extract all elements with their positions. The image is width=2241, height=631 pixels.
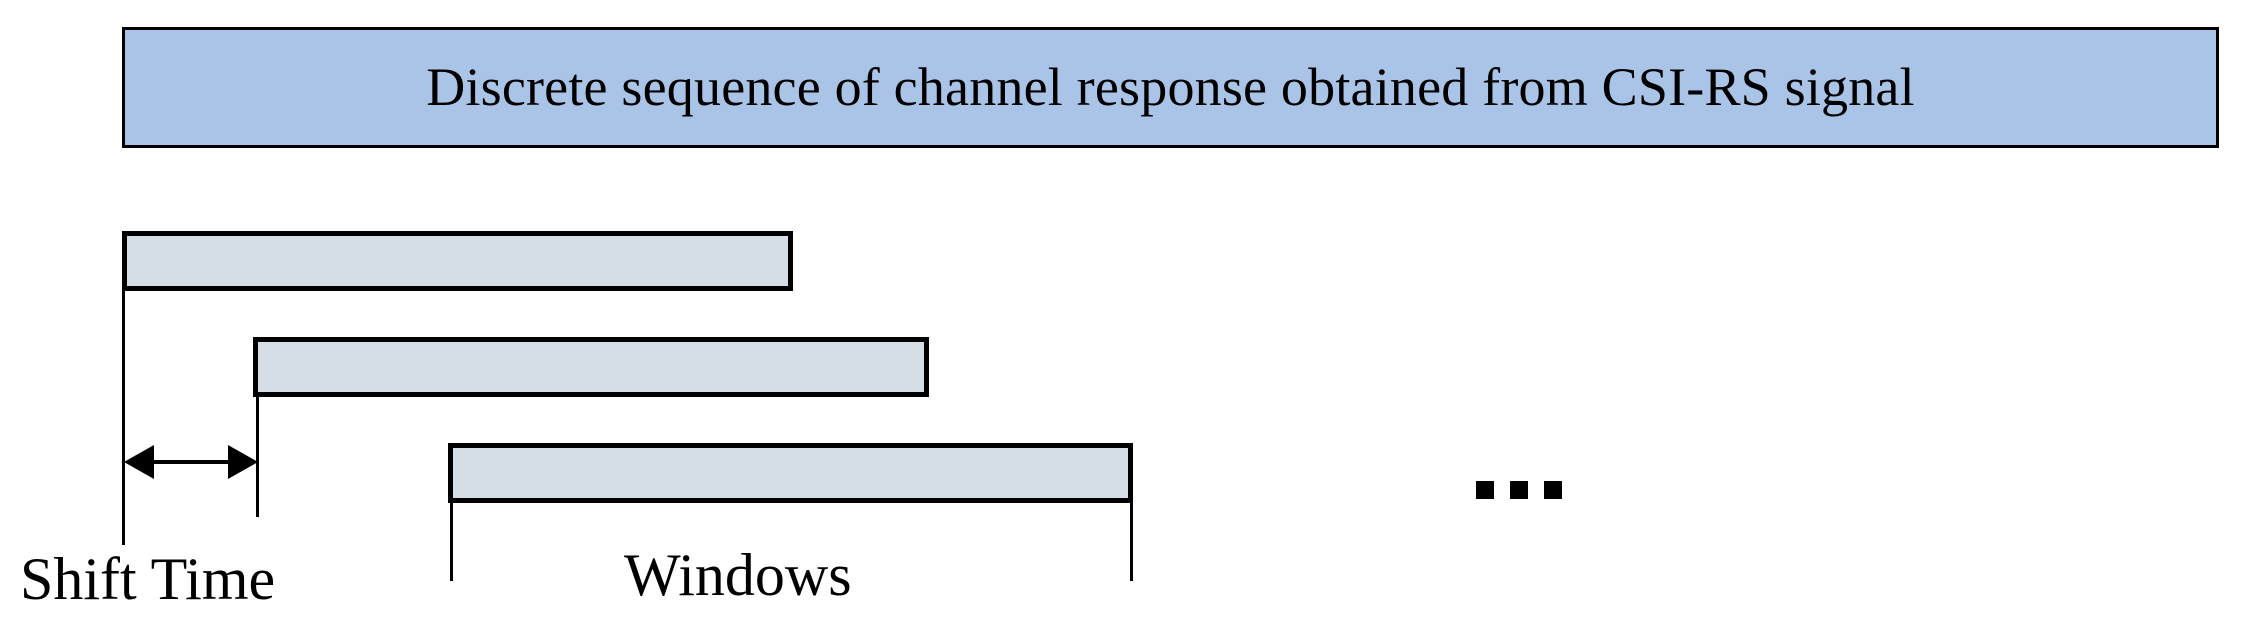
ellipsis-dot-1 [1476,481,1494,499]
continuation-ellipsis [1476,481,1579,499]
title-banner: Discrete sequence of channel response ob… [122,27,2219,148]
shift-time-arrow-head-left [124,445,154,479]
title-banner-text: Discrete sequence of channel response ob… [426,57,1915,118]
shift-time-arrow-head-right [228,445,258,479]
ellipsis-dot-3 [1544,481,1562,499]
window-bar-2 [253,337,929,397]
guide-line-window-3-start [450,501,453,581]
window-bar-1 [122,231,793,291]
windows-label: Windows [624,542,852,608]
guide-line-window-1-start [122,289,125,545]
window-bar-3 [448,443,1133,503]
guide-line-window-3-end [1130,501,1133,581]
ellipsis-dot-2 [1510,481,1528,499]
shift-time-arrow-shaft [138,460,242,464]
shift-time-label: Shift Time [20,546,276,612]
